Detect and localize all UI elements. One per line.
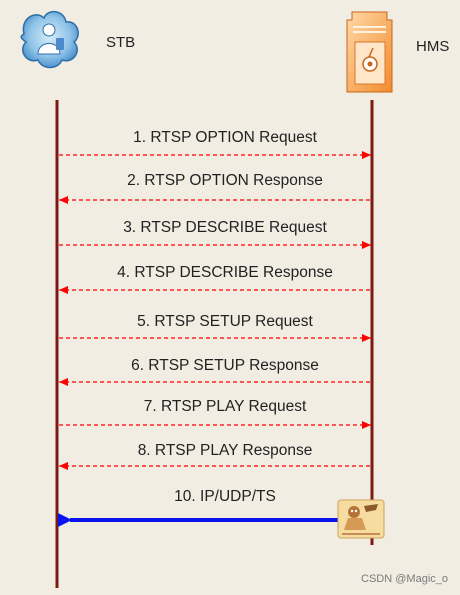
msg-label-3: 3. RTSP DESCRIBE Request xyxy=(123,219,327,236)
msg-label-2: 2. RTSP OPTION Response xyxy=(127,172,323,189)
media-stream-icon xyxy=(337,499,385,539)
message-arrows xyxy=(58,151,371,527)
stb-label: STB xyxy=(106,34,136,51)
lifelines xyxy=(55,100,374,588)
msg-label-6: 6. RTSP SETUP Response xyxy=(131,357,319,374)
msg-label-8: 8. RTSP PLAY Response xyxy=(137,442,313,459)
msg-label-4: 4. RTSP DESCRIBE Response xyxy=(117,264,333,281)
msg-label-1: 1. RTSP OPTION Request xyxy=(133,129,317,146)
hms-label: HMS xyxy=(416,38,450,55)
watermark: CSDN @Magic_o xyxy=(361,573,448,585)
msg-label-7: 7. RTSP PLAY Request xyxy=(143,398,307,415)
msg-label-10: 10. IP/UDP/TS xyxy=(174,488,276,505)
hms-server-icon xyxy=(346,11,393,93)
msg-label-5: 5. RTSP SETUP Request xyxy=(137,313,313,330)
stb-user-icon xyxy=(20,10,79,69)
